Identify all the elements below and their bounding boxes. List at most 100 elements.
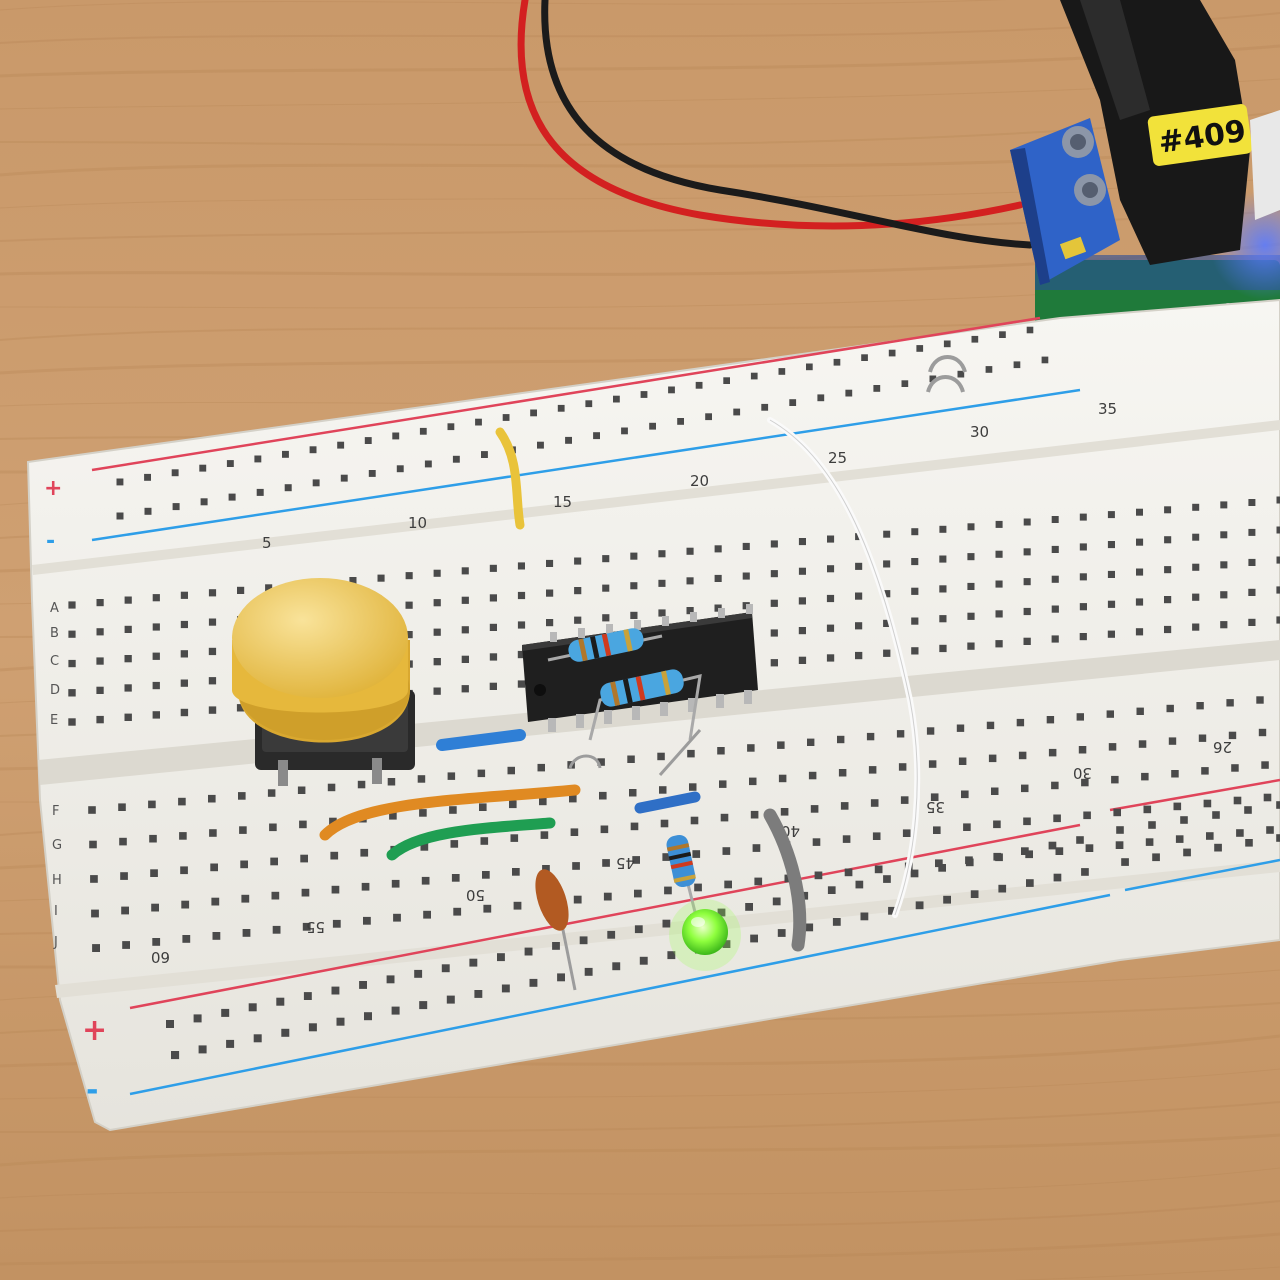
breadboard-hole (1116, 826, 1124, 834)
breadboard-hole (179, 832, 187, 840)
breadboard-hole (883, 590, 891, 598)
breadboard-hole (391, 1006, 400, 1015)
breadboard-hole (1051, 545, 1059, 553)
breadboard-hole (1171, 770, 1179, 778)
breadboard-hole (150, 869, 158, 877)
breadboard-hole (883, 649, 891, 657)
breadboard-hole (1192, 623, 1200, 631)
breadboard-hole (770, 599, 778, 607)
breadboard-hole (798, 538, 806, 546)
breadboard-hole (1135, 598, 1144, 606)
col-num-26: 26 (1213, 738, 1232, 756)
ic-leg (718, 608, 725, 618)
breadboard-hole (1258, 728, 1267, 737)
breadboard-hole (1263, 793, 1272, 802)
wood-grain-line (0, 1167, 1280, 1199)
breadboard-hole (911, 647, 919, 655)
rail-plus-top: + (44, 476, 62, 501)
ic-leg (662, 616, 669, 626)
breadboard-hole (1183, 848, 1191, 857)
breadboard-hole (537, 441, 544, 449)
breadboard-hole (270, 857, 278, 866)
breadboard-hole (807, 738, 815, 746)
breadboard-hole (447, 423, 455, 431)
breadboard-hole (1148, 821, 1156, 829)
breadboard-hole (574, 557, 582, 565)
breadboard-hole (68, 630, 76, 638)
breadboard-hole (888, 349, 896, 357)
breadboard-hole (1145, 838, 1154, 846)
row-letters-top: A B C D E (50, 601, 60, 728)
breadboard-hole (612, 962, 621, 971)
breadboard-hole (180, 708, 189, 717)
breadboard-hole (574, 616, 582, 624)
breadboard-hole (480, 837, 489, 845)
breadboard-hole (1051, 516, 1059, 523)
button-cap (232, 578, 408, 698)
breadboard-hole (1085, 844, 1094, 852)
breadboard-hole (574, 587, 582, 595)
breadboard-hole (915, 901, 924, 910)
breadboard-hole (208, 706, 217, 714)
breadboard-hole (221, 1008, 230, 1017)
breadboard-hole (433, 658, 441, 666)
breadboard-hole (967, 642, 975, 650)
breadboard-hole (692, 850, 701, 858)
breadboard-hole (236, 704, 245, 712)
breadboard-hole (1023, 817, 1031, 826)
breadboard-hole (419, 427, 427, 435)
breadboard-hole (337, 441, 345, 449)
breadboard-hole (1168, 737, 1177, 745)
breadboard-hole (855, 651, 863, 660)
breadboard-hole (501, 984, 510, 993)
breadboard-hole (405, 631, 413, 639)
breadboard-hole (569, 794, 577, 803)
breadboard-hole (613, 395, 620, 403)
breadboard-hole (1143, 805, 1152, 814)
breadboard-hole (489, 623, 497, 631)
breadboard-hole (998, 884, 1007, 893)
breadboard-hole (1166, 704, 1174, 713)
col-num-5: 5 (262, 534, 272, 552)
breadboard-hole (995, 550, 1003, 558)
resistor-upper (547, 628, 663, 662)
breadboard-hole (1111, 775, 1119, 784)
breadboard-hole (1136, 538, 1144, 546)
breadboard-hole (540, 831, 549, 839)
row-letter-b: B (50, 626, 59, 641)
breadboard-hole (930, 793, 939, 801)
breadboard-hole (1276, 586, 1280, 594)
breadboard-hole (387, 778, 396, 786)
breadboard-hole (1226, 699, 1234, 707)
breadboard-hole (1079, 603, 1087, 611)
row-letter-e: E (50, 713, 58, 728)
breadboard-hole (1220, 591, 1228, 599)
breadboard-hole (607, 930, 616, 939)
breadboard-hole (943, 895, 951, 904)
breadboard-hole (513, 901, 522, 910)
col-num-50: 50 (466, 886, 485, 904)
breadboard-hole (433, 569, 441, 577)
breadboard-hole (330, 851, 339, 860)
breadboard-hole (585, 400, 593, 408)
breadboard-hole (826, 624, 835, 632)
breadboard-hole (967, 553, 975, 561)
breadboard-hole (452, 455, 460, 463)
breadboard-hole (667, 951, 676, 960)
breadboard-hole (888, 906, 896, 915)
breadboard-hole (855, 592, 863, 600)
breadboard-hole (349, 577, 357, 585)
breadboard-hole (424, 460, 432, 468)
row-letter-a: A (50, 601, 59, 616)
breadboard-hole (1248, 499, 1256, 506)
breadboard-hole (1192, 593, 1200, 601)
breadboard-hole (965, 858, 974, 867)
breadboard-hole (276, 997, 285, 1006)
breadboard-hole (1081, 868, 1089, 876)
blue-jumper-small (634, 791, 701, 814)
breadboard-hole (958, 757, 967, 765)
breadboard-hole (970, 890, 979, 898)
breadboard-hole (1192, 563, 1200, 571)
breadboard-hole (777, 741, 785, 749)
breadboard-hole (777, 929, 786, 937)
